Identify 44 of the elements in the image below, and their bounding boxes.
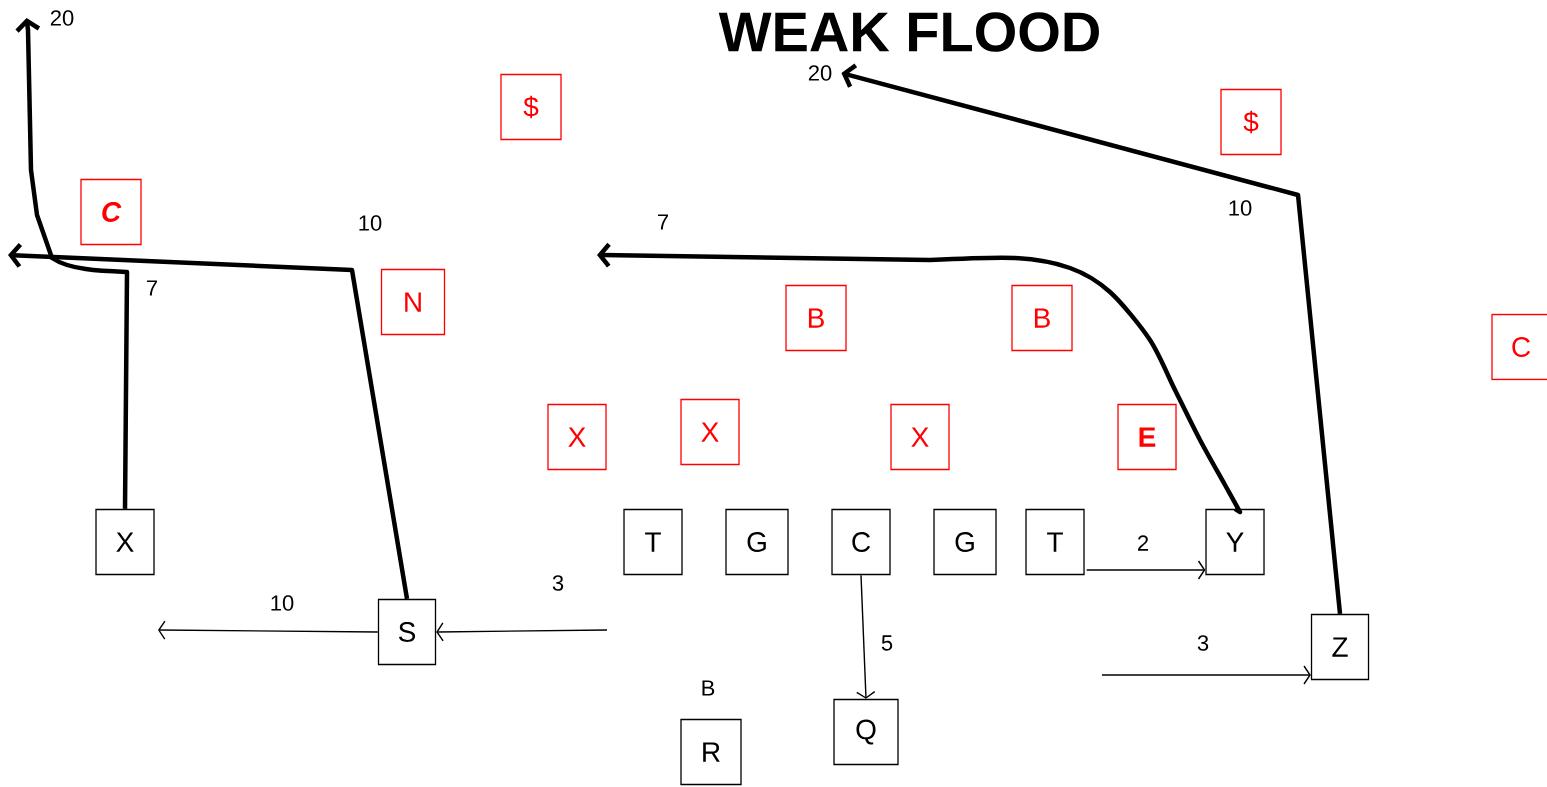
- player-box: Z: [1310, 613, 1370, 681]
- arrow: [158, 620, 379, 640]
- route-depth: B: [702, 680, 715, 696]
- player-box: C: [831, 508, 891, 576]
- route-depth: 7: [147, 280, 157, 296]
- arrow: [1085, 560, 1206, 580]
- arrow: [436, 622, 608, 642]
- defender-box: X: [547, 403, 607, 471]
- edge-label: 2: [1138, 535, 1149, 551]
- defender-box: C: [1491, 313, 1547, 381]
- arrow: [15, 18, 130, 509]
- arrow: [856, 574, 876, 699]
- player-box: T: [1025, 508, 1085, 576]
- defender-box: B: [1011, 284, 1073, 352]
- player-box: G: [933, 508, 997, 576]
- edge-label: 3: [1197, 635, 1209, 651]
- edge-label: 5: [881, 635, 893, 651]
- route-depth: 10: [359, 215, 382, 231]
- player-box: Y: [1205, 508, 1265, 576]
- arrow: [841, 63, 1343, 615]
- defender-box: C: [80, 178, 142, 246]
- route-depth: 10: [1229, 200, 1252, 216]
- arrow: [1101, 665, 1311, 685]
- player-box: X: [95, 508, 155, 576]
- arrow: [8, 243, 410, 600]
- route-depth: 7: [658, 214, 669, 230]
- player-box: Q: [833, 698, 899, 766]
- defender-box: E: [1117, 403, 1177, 471]
- defender-box: X: [890, 403, 950, 471]
- defender-box: B: [785, 284, 847, 352]
- title: WEAK FLOOD: [718, 12, 1099, 52]
- defender-box: N: [380, 268, 446, 336]
- route-depth: 20: [808, 65, 832, 81]
- player-box: G: [725, 508, 789, 576]
- defender-box: $: [500, 73, 562, 141]
- edge-label: 3: [552, 575, 564, 591]
- player-box: T: [623, 508, 683, 576]
- player-box: S: [377, 598, 437, 666]
- route-depth: 20: [50, 10, 74, 26]
- defender-box: X: [680, 398, 740, 466]
- arrow: [597, 242, 1243, 515]
- player-box: R: [680, 718, 742, 786]
- edge-label: 10: [271, 595, 294, 611]
- defender-box: $: [1220, 88, 1282, 156]
